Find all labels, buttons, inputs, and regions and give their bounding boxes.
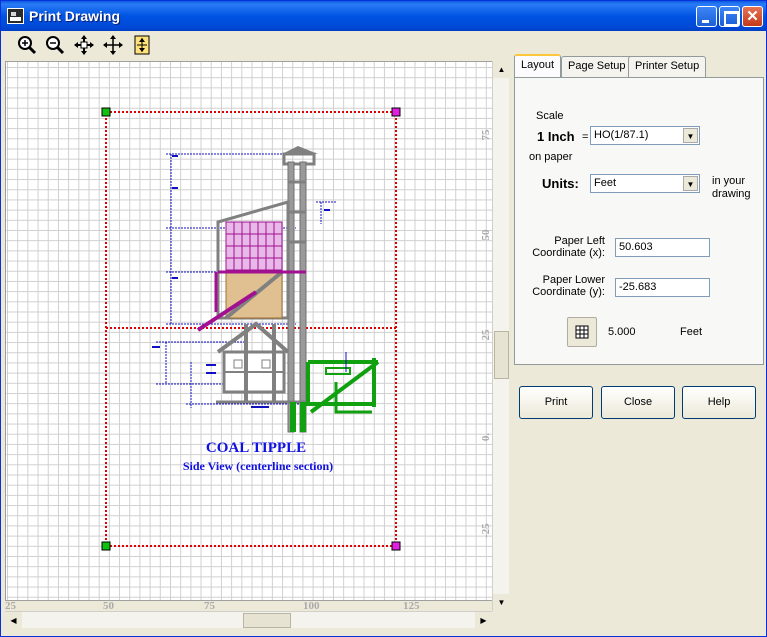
- layout-panel: Scale 1 Inch = HO(1/87.1) ▼ on paper Uni…: [514, 77, 764, 365]
- tab-layout[interactable]: Layout: [514, 54, 562, 78]
- close-window-button[interactable]: ✕: [742, 6, 763, 27]
- horizontal-scroll-thumb[interactable]: [243, 613, 291, 628]
- scale-select[interactable]: HO(1/87.1) ▼: [590, 126, 700, 145]
- drawing-label: drawing: [712, 188, 751, 200]
- corner-handle-tr: [391, 107, 401, 117]
- one-inch-label: 1 Inch: [537, 129, 575, 144]
- chevron-down-icon[interactable]: ▼: [683, 176, 698, 191]
- in-your-label: in your: [712, 175, 746, 187]
- units-value: Feet: [594, 177, 617, 189]
- drawing-preview: COAL TIPPLE Side View (centerline sectio…: [101, 107, 401, 551]
- window-title: Print Drawing: [29, 8, 121, 24]
- units-select[interactable]: Feet ▼: [590, 174, 700, 193]
- app-icon: [7, 8, 24, 24]
- close-icon: ✕: [746, 8, 759, 25]
- y-axis-label: 0.: [480, 432, 492, 442]
- y-axis-label: 50: [480, 229, 492, 241]
- scroll-left-icon[interactable]: ◀: [5, 612, 22, 629]
- scroll-down-icon[interactable]: ▼: [493, 594, 510, 611]
- scroll-right-icon[interactable]: ▶: [475, 612, 492, 629]
- x-axis-label: 100: [303, 600, 320, 612]
- y-axis-label: 75: [480, 129, 492, 141]
- on-paper-label: on paper: [529, 151, 573, 163]
- paper-left-input[interactable]: 50.603: [615, 238, 710, 257]
- close-button[interactable]: Close: [601, 386, 675, 419]
- paper-left-label-2: Coordinate (x):: [532, 247, 605, 259]
- maximize-button[interactable]: [719, 6, 740, 27]
- drawing-title: COAL TIPPLE: [206, 440, 306, 456]
- paper-lower-input[interactable]: -25.683: [615, 278, 710, 297]
- pan-icon[interactable]: [72, 33, 96, 57]
- units-label: Units:: [542, 176, 579, 191]
- scroll-up-icon[interactable]: ▲: [493, 61, 510, 78]
- grid-size-value: 5.000: [608, 326, 636, 338]
- grid-icon: [575, 325, 589, 339]
- x-axis-label: 50: [103, 600, 114, 612]
- x-axis-label: 75: [204, 600, 215, 612]
- grid-units-label: Feet: [680, 326, 703, 338]
- x-axis-label: 125: [403, 600, 420, 612]
- zoom-in-icon[interactable]: [15, 33, 39, 57]
- help-button[interactable]: Help: [682, 386, 756, 419]
- paper-left-label-1: Paper Left: [554, 235, 605, 247]
- drawing-canvas[interactable]: COAL TIPPLE Side View (centerline sectio…: [5, 61, 493, 601]
- grid-button[interactable]: [567, 317, 597, 347]
- horizontal-scrollbar[interactable]: ◀ ▶: [5, 611, 492, 629]
- drawing-subtitle: Side View (centerline section): [183, 459, 333, 473]
- paper-lower-label-2: Coordinate (y):: [532, 286, 605, 298]
- y-axis-label: 25: [480, 329, 492, 341]
- corner-handle-br: [391, 541, 401, 551]
- move-icon[interactable]: [101, 33, 125, 57]
- page-boundary: [105, 111, 397, 547]
- print-button[interactable]: Print: [519, 386, 593, 419]
- minimize-button[interactable]: [696, 6, 717, 27]
- tab-printer-setup[interactable]: Printer Setup: [628, 56, 707, 77]
- tipple-structure: [196, 146, 380, 433]
- tab-page-setup[interactable]: Page Setup: [561, 56, 633, 77]
- vertical-scrollbar[interactable]: ▲ ▼: [492, 61, 510, 611]
- vertical-scroll-thumb[interactable]: [494, 331, 509, 379]
- equals-label: =: [582, 131, 589, 143]
- fit-page-icon[interactable]: [130, 33, 154, 57]
- title-bar[interactable]: Print Drawing ✕: [1, 1, 766, 31]
- y-axis-label: -25: [480, 523, 492, 538]
- scale-label: Scale: [536, 110, 564, 122]
- corner-handle-bl: [101, 541, 111, 551]
- x-axis-label: 25: [5, 600, 16, 612]
- paper-lower-label-1: Paper Lower: [542, 274, 605, 286]
- zoom-out-icon[interactable]: [43, 33, 67, 57]
- scale-value: HO(1/87.1): [594, 129, 649, 141]
- corner-handle-tl: [101, 107, 111, 117]
- chevron-down-icon[interactable]: ▼: [683, 128, 698, 143]
